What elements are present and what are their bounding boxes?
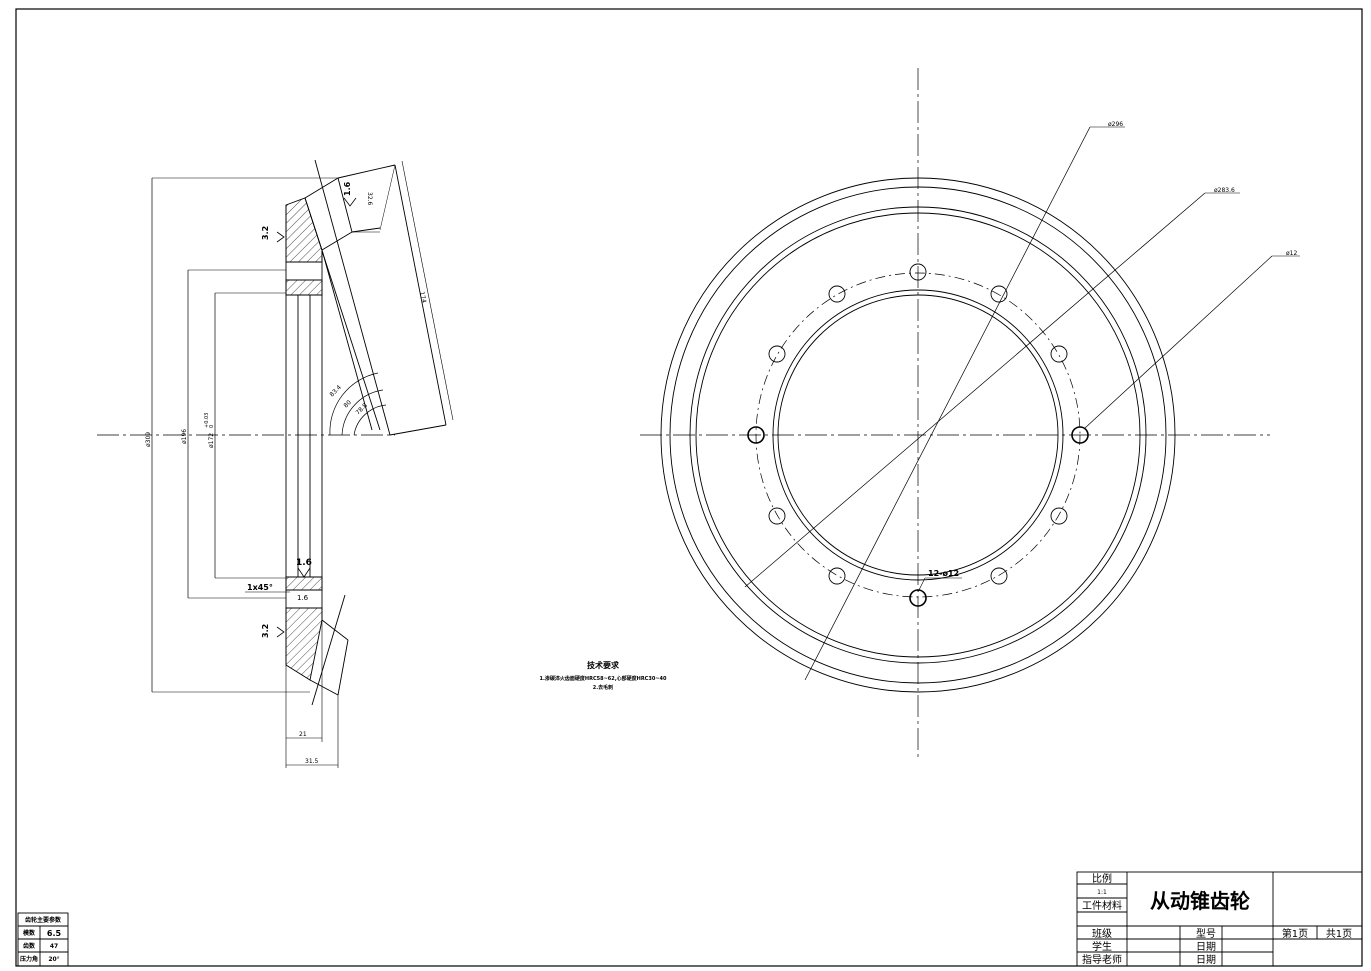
dim-angle-78-8: 78.8: [354, 402, 369, 417]
param-key: 压力角: [20, 955, 38, 963]
param-title: 齿轮主要参数: [25, 916, 62, 924]
roughness-label-1: 3.2: [261, 226, 270, 240]
tb-total-label: 共1页: [1326, 928, 1352, 940]
tb-material-label: 工件材料: [1082, 899, 1122, 912]
tb-date-label-2: 日期: [1196, 954, 1216, 966]
tb-page-label: 第1页: [1282, 927, 1308, 940]
tb-date-label-1: 日期: [1196, 941, 1216, 953]
sheet-border: [15, 8, 1363, 967]
dim-d172-tol2: 0: [209, 425, 215, 428]
dim-angle-80: 80: [342, 399, 352, 409]
dim-d172-tol: +0.03: [204, 413, 210, 428]
roughness-label-5: 3.2: [261, 624, 270, 638]
front-view: [640, 68, 1300, 760]
dim-d12: ø12: [1286, 250, 1297, 257]
tb-student-label: 学生: [1092, 940, 1112, 953]
tech-title: 技术要求: [587, 660, 620, 670]
param-table: [17, 912, 69, 967]
dim-d309: ø309: [145, 432, 152, 447]
dim-174: 174: [418, 291, 427, 304]
dim-chamfer: 1x45°: [247, 583, 273, 592]
dim-d283-6: ø283.6: [1214, 187, 1235, 194]
roughness-symbols: [276, 197, 357, 638]
dim-31-5: 31.5: [305, 758, 319, 765]
tb-scale-label: 比例: [1092, 872, 1112, 885]
param-value: 47: [50, 943, 58, 950]
tech-line-2: 2.去毛刺: [593, 684, 613, 691]
tb-class-label: 班级: [1092, 928, 1112, 940]
param-key: 齿数: [23, 942, 36, 950]
dim-21: 21: [299, 731, 307, 738]
roughness-label-2: 1.6: [343, 181, 352, 196]
title-block: [1076, 871, 1363, 967]
tb-teacher-label: 指导老师: [1082, 953, 1122, 966]
tb-part-name: 从动锥齿轮: [1150, 889, 1250, 913]
dim-holes: 12-ø12: [928, 569, 959, 578]
dim-d172: ø172: [208, 433, 215, 448]
dim-angle-83-4: 83.4: [328, 384, 343, 399]
tb-scale-value: 1:1: [1097, 889, 1107, 896]
dim-32-6: 32.6: [366, 192, 373, 206]
param-key: 模数: [23, 929, 36, 937]
roughness-label-3: 1.6: [296, 558, 312, 568]
dim-d296: ø296: [1108, 121, 1123, 128]
roughness-label-4: 1.6: [297, 594, 309, 602]
tech-line-1: 1.渗碳淬火齿面硬度HRC58~62,心部硬度HRC30~40: [540, 675, 667, 682]
tb-model-label: 型号: [1196, 927, 1216, 940]
param-value: 6.5: [47, 929, 62, 938]
param-value: 20°: [48, 956, 59, 963]
section-view: [97, 159, 454, 768]
dim-d196: ø196: [181, 429, 188, 444]
